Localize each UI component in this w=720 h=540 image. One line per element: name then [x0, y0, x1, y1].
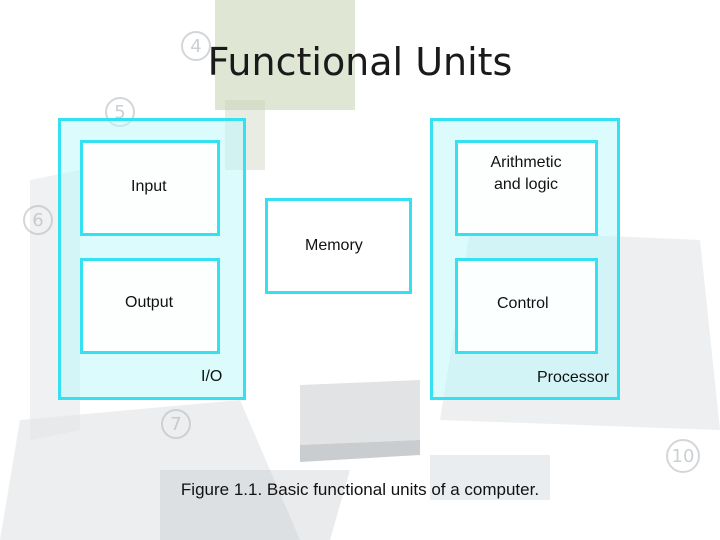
processor-label: Processor: [537, 369, 610, 386]
memory-box: [265, 198, 412, 294]
control-box: [455, 258, 598, 354]
figure-caption: Figure 1.1. Basic functional units of a …: [180, 480, 540, 499]
bg-number-5: 5: [114, 102, 125, 123]
io-label: I/O: [201, 368, 223, 385]
bg-number-7: 7: [170, 414, 181, 435]
bg-number-10: 10: [672, 446, 695, 467]
input-box: [80, 140, 220, 236]
output-box: [80, 258, 220, 354]
page-title: Functional Units: [207, 40, 513, 84]
input-label: Input: [131, 178, 167, 195]
alu-label: Arithmetic and logic: [490, 154, 562, 193]
bg-number-6: 6: [32, 210, 43, 231]
alu-box: [455, 140, 598, 236]
control-label: Control: [497, 295, 549, 312]
memory-label: Memory: [305, 237, 363, 254]
output-label: Output: [125, 294, 174, 311]
bg-number-4: 4: [190, 36, 201, 57]
